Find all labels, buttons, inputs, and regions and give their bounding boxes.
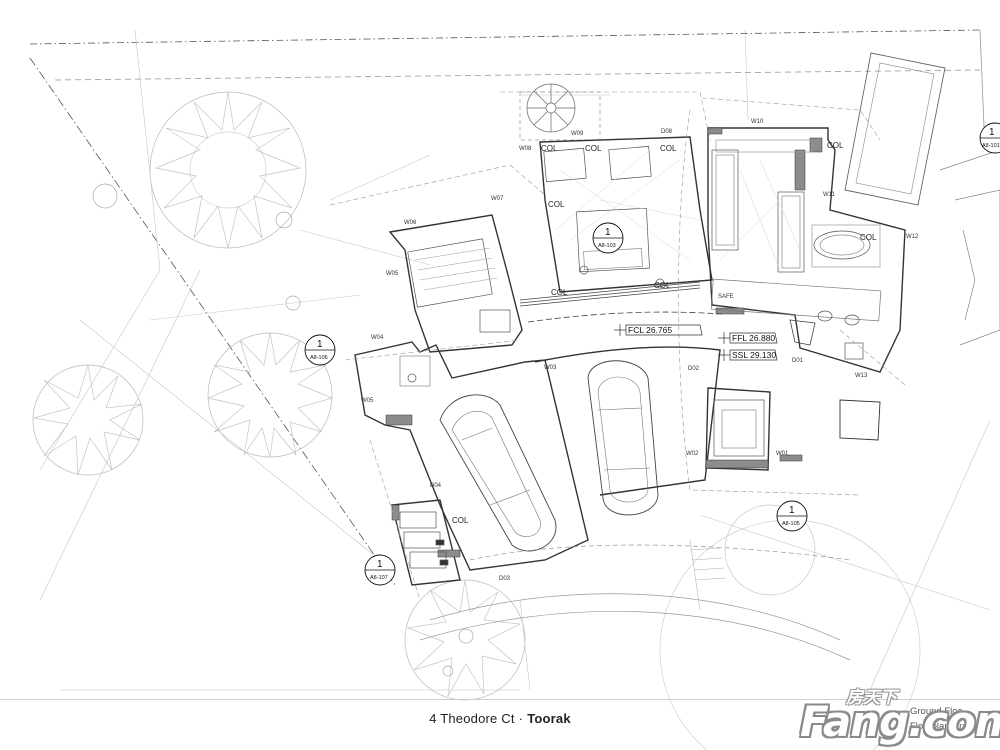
window-door-tags: W08 W09 D08 W10 W11 W12 W07 W06 W05 W04 … <box>361 119 919 582</box>
col-label: COL <box>548 200 565 209</box>
window-tag: W13 <box>855 373 868 379</box>
window-tag: W11 <box>823 192 836 198</box>
fcl-level: FCL 26.765 <box>628 325 672 335</box>
wall-poche <box>385 127 823 558</box>
section-ref-a8-103: 1 A8-103 <box>592 222 624 254</box>
section-ref-number: 1 <box>789 505 795 516</box>
construction-lines <box>39 29 991 691</box>
tree-canopies <box>32 91 921 750</box>
col-label: COL <box>660 144 677 153</box>
section-ref-number: 1 <box>377 559 383 570</box>
footer-divider <box>0 699 1000 700</box>
ensuite-furniture <box>710 139 882 457</box>
spiral-stair <box>519 83 601 141</box>
section-ref-code: A8-106 <box>310 355 328 361</box>
section-ref-a8-105: 1 A8-105 <box>776 500 808 532</box>
col-label: COL <box>452 516 469 525</box>
watermark-cn: 房天下 <box>846 688 897 708</box>
section-ref-code: A8-101 <box>982 143 1000 149</box>
section-ref-code: A8-103 <box>598 243 616 249</box>
bedroom-furniture <box>543 145 701 288</box>
col-label: COL <box>541 144 558 153</box>
section-ref-number: 1 <box>605 227 611 238</box>
section-ref-a8-107: 1 A8-107 <box>364 554 396 586</box>
address: 4 Theodore Ct <box>429 711 515 726</box>
col-label: COL <box>860 233 877 242</box>
window-tag: W06 <box>404 220 417 226</box>
sheet-name: Ground Floo <box>910 706 963 717</box>
glazing-strip <box>519 281 816 346</box>
bedroom2-furniture <box>399 238 511 387</box>
window-tag: W04 <box>371 335 384 341</box>
section-ref-a8-106: 1 A8-106 <box>304 334 336 366</box>
section-ref-number: 1 <box>989 127 995 138</box>
window-tag: W05 <box>386 271 399 277</box>
window-tag: W10 <box>751 119 764 125</box>
driveway <box>419 539 851 661</box>
door-tag: D04 <box>430 483 442 489</box>
col-label: COL <box>585 144 602 153</box>
section-ref-code: A8-105 <box>782 521 800 527</box>
roof-outlines <box>329 91 906 601</box>
window-tag: W12 <box>906 234 919 240</box>
project-title: 4 Theodore Ct·Toorak <box>0 711 1000 726</box>
storage-shelves <box>399 511 449 569</box>
window-tag: W01 <box>776 451 789 457</box>
safe-label: SAFE <box>718 294 734 300</box>
window-tag: W08 <box>519 146 532 152</box>
column-labels: COL COL COL COL COL COL COL COL COL SAFE <box>452 141 877 525</box>
building-walls <box>354 127 906 586</box>
window-tag: W03 <box>544 365 557 371</box>
door-tag: D02 <box>688 366 700 372</box>
neighbour-building <box>939 149 1000 346</box>
sheet-subtitle: Floorplan Drawin <box>910 721 982 732</box>
door-tag: D03 <box>499 576 511 582</box>
watermark-logo: Fang.com <box>800 697 1000 746</box>
title-separator: · <box>518 711 524 726</box>
ffl-level: FFL 26.880 <box>732 333 775 343</box>
car-2 <box>587 360 659 516</box>
site-boundary <box>29 29 986 586</box>
col-label: COL <box>551 288 568 297</box>
window-tag: W07 <box>491 196 504 202</box>
window-tag: W02 <box>686 451 699 457</box>
door-tag: D08 <box>661 129 673 135</box>
col-label: COL <box>827 141 844 150</box>
col-label: COL <box>654 281 671 290</box>
section-ref-a8-101: 1 A8-101 <box>979 122 1000 154</box>
section-ref-number: 1 <box>317 339 323 350</box>
section-ref-code: A8-107 <box>370 575 388 581</box>
car-1 <box>439 394 557 552</box>
window-tag: W09 <box>571 131 584 137</box>
door-tag: D01 <box>792 358 804 364</box>
suburb: Toorak <box>527 711 571 726</box>
level-tags <box>614 324 778 361</box>
ssl-level: SSL 29.130 <box>732 350 776 360</box>
window-tag: W05 <box>361 398 374 404</box>
swimming-pool <box>844 52 946 206</box>
